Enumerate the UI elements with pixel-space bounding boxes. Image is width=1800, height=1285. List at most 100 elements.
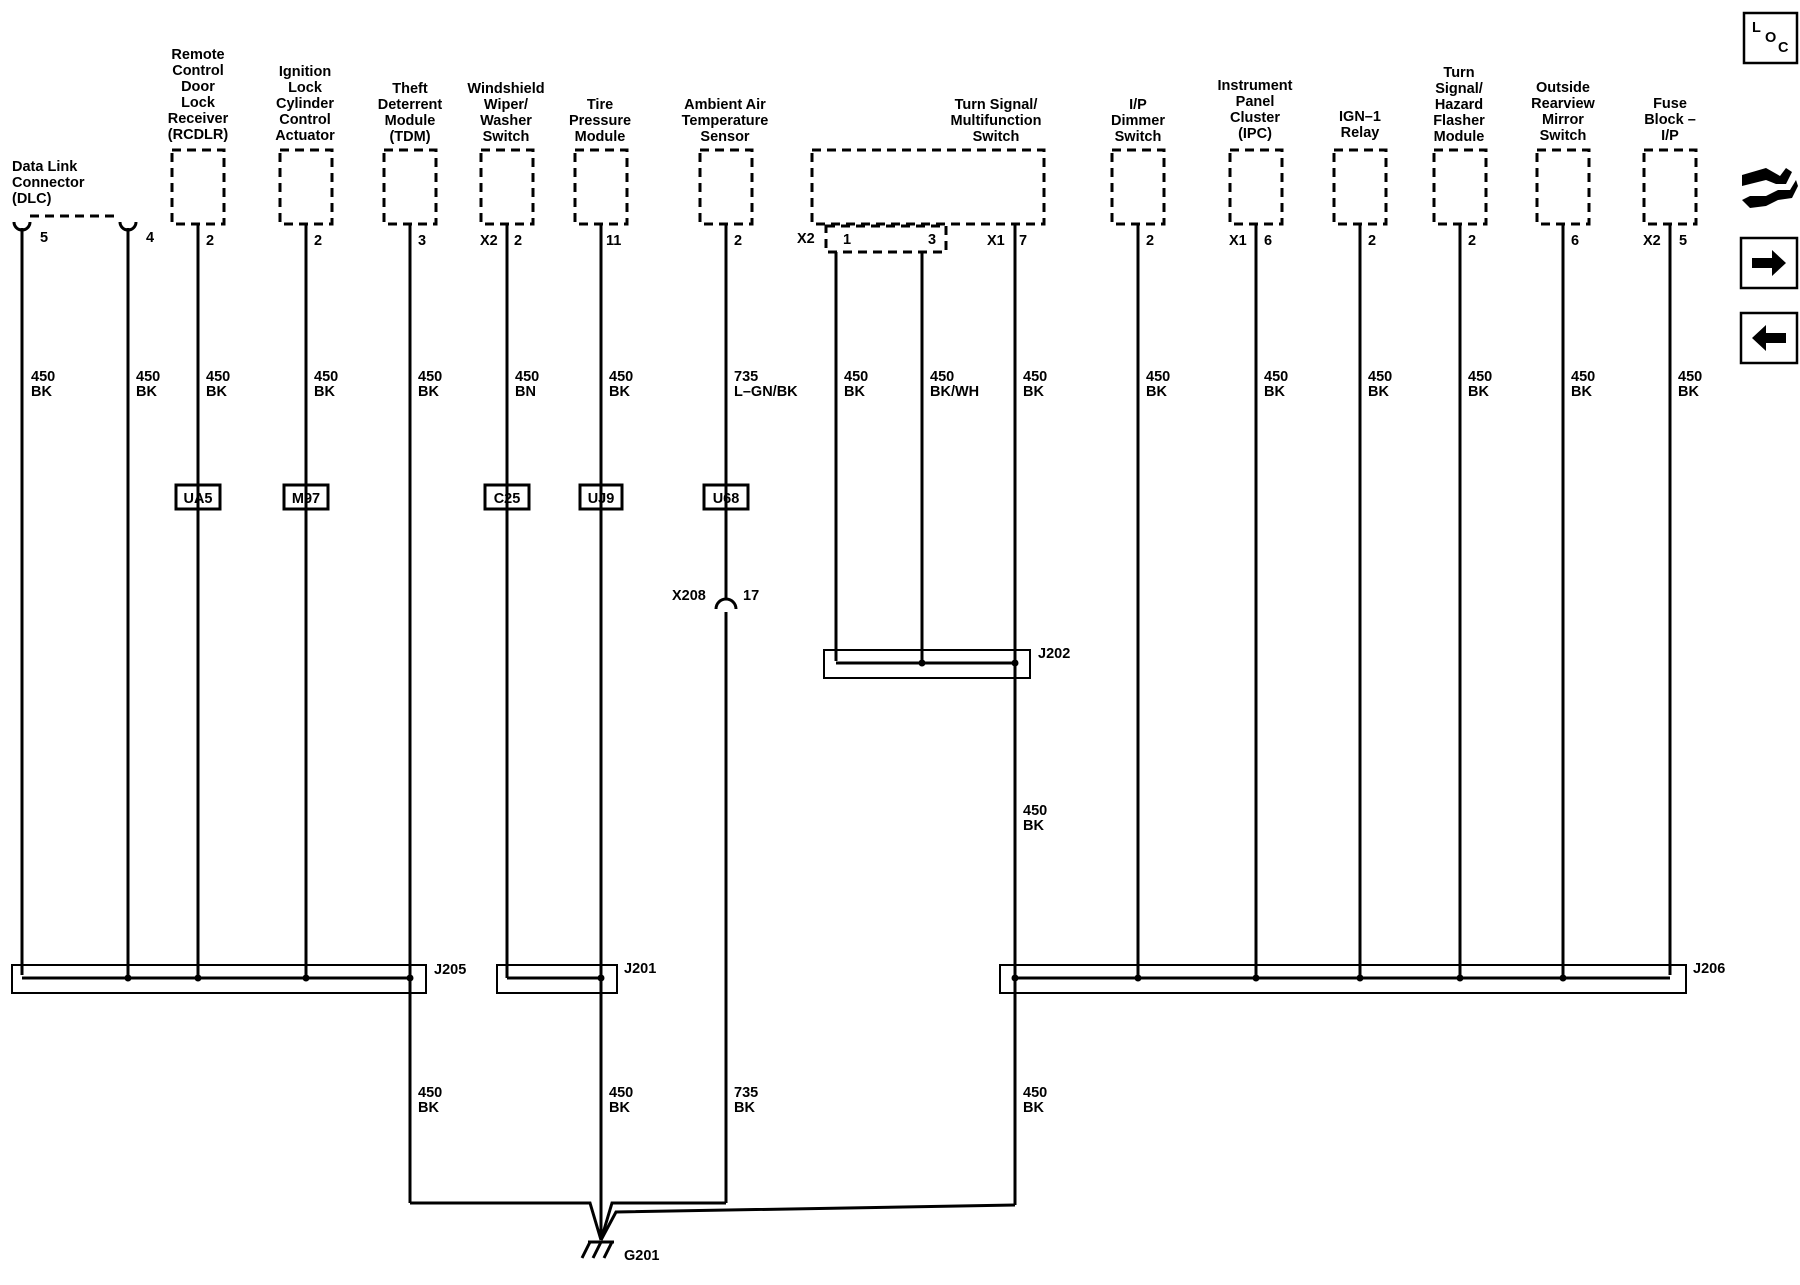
- inline-connector-x208: X208 17: [672, 588, 759, 1203]
- ground-left-run: [410, 1201, 603, 1241]
- pin-ipc: 6: [1264, 233, 1272, 249]
- loc-letter-o: O: [1765, 30, 1776, 46]
- connector-x208-label: X208: [672, 588, 706, 604]
- pin-wiper: 2: [514, 233, 522, 249]
- nav-buttons: L O C: [1739, 11, 1799, 365]
- loc-letter-l: L: [1752, 20, 1761, 36]
- pin-mirror: 6: [1571, 233, 1579, 249]
- splice-j201-label: J201: [624, 961, 656, 977]
- option-tag-m97: M97: [292, 491, 320, 507]
- box-ip-dimmer: [1110, 148, 1166, 226]
- box-mirror-switch: [1535, 148, 1591, 226]
- ground-hatch-1: [580, 1241, 592, 1259]
- box-ign1-relay: [1332, 148, 1388, 226]
- option-tag-m97-box: [282, 483, 330, 511]
- pin-tire: 11: [606, 233, 621, 249]
- connector-x208-pin: 17: [743, 588, 759, 604]
- splice-j201-box: [496, 964, 618, 994]
- splice-j202-node-2: [1011, 659, 1019, 667]
- splice-j206-node-1: [1011, 974, 1019, 982]
- pin-rcdlr: 2: [206, 233, 214, 249]
- splice-j205-node-1: [124, 974, 132, 982]
- splice-j205-node-3: [302, 974, 310, 982]
- pin-tdm: 3: [418, 233, 426, 249]
- pin-ts-3: 3: [928, 232, 936, 248]
- splice-j206-node-5: [1456, 974, 1464, 982]
- loc-letter-c: C: [1778, 40, 1789, 56]
- splice-j206-label: J206: [1693, 961, 1725, 977]
- option-tag-c25-box: [483, 483, 531, 511]
- splice-j206-box: [999, 964, 1687, 994]
- splice-packs: J202 J205 J201 J206: [11, 646, 1725, 994]
- splice-j205-box: [11, 964, 427, 994]
- option-tag-u68-box: [702, 483, 750, 511]
- pin-fuse: 5: [1679, 233, 1687, 249]
- connector-end-view-icon[interactable]: [1742, 168, 1798, 208]
- splice-j201-node: [597, 974, 605, 982]
- option-tag-uj9: UJ9: [588, 491, 615, 507]
- pin-ignition: 2: [314, 233, 322, 249]
- pin-dlc-5: 5: [40, 230, 48, 246]
- upper-wires: [20, 224, 1672, 1212]
- arrow-left-icon: [1752, 325, 1786, 351]
- box-turn-signal-sub: [824, 224, 948, 254]
- option-tag-ua5-box: [174, 483, 222, 511]
- pin-flasher: 2: [1468, 233, 1476, 249]
- pin-ts-1: 1: [843, 232, 851, 248]
- pin-relay: 2: [1368, 233, 1376, 249]
- option-tag-u68: U68: [713, 491, 740, 507]
- splice-j202-node-1: [918, 659, 926, 667]
- pin-ts-7: 7: [1019, 233, 1027, 249]
- box-flasher: [1432, 148, 1488, 226]
- connector-icon-lower: [1742, 180, 1798, 208]
- conn-wiper: X2: [480, 233, 498, 249]
- conn-ts-x1: X1: [987, 233, 1005, 249]
- ground-hatch-2: [591, 1241, 603, 1259]
- box-tire-pressure: [573, 148, 629, 226]
- conn-fuse: X2: [1643, 233, 1661, 249]
- conn-ipc: X1: [1229, 233, 1247, 249]
- box-ambient-air: [698, 148, 754, 226]
- ground-g201: G201: [410, 1201, 1016, 1264]
- loc-button-frame: [1742, 11, 1799, 65]
- splice-j202-box: [823, 649, 1031, 679]
- arrow-right-button[interactable]: [1739, 236, 1799, 290]
- ground-right-run: [599, 1203, 1016, 1241]
- loc-button[interactable]: L O C: [1742, 11, 1799, 65]
- box-tdm: [382, 148, 438, 226]
- splice-j205-label: J205: [434, 962, 466, 978]
- arrow-right-icon: [1752, 250, 1786, 276]
- arrow-left-button[interactable]: [1739, 311, 1799, 365]
- pin-ambient: 2: [734, 233, 742, 249]
